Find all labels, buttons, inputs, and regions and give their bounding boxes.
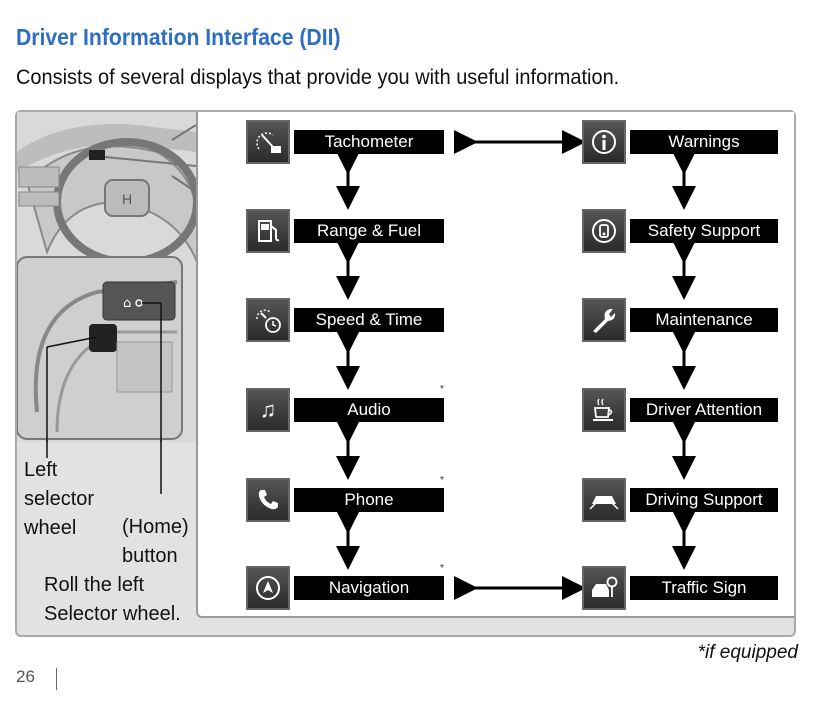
- svg-text:H: H: [122, 191, 132, 207]
- safety-support-icon: [582, 209, 626, 253]
- display-label: Audio: [294, 398, 444, 422]
- wrench-icon: [582, 298, 626, 342]
- page-number: 26: [16, 667, 35, 686]
- navigation-icon: [246, 566, 290, 610]
- page-divider: [56, 668, 57, 690]
- speed-time-icon: [246, 298, 290, 342]
- page-title: Driver Information Interface (DII): [16, 24, 341, 50]
- display-label: Speed & Time: [294, 308, 444, 332]
- display-label: Navigation: [294, 576, 444, 600]
- footnote: *if equipped: [697, 642, 798, 663]
- display-label: Phone: [294, 488, 444, 512]
- info-icon: [582, 120, 626, 164]
- display-label: Traffic Sign: [630, 576, 778, 600]
- display-label: Maintenance: [630, 308, 778, 332]
- music-note-icon: ♫: [246, 388, 290, 432]
- steering-wheel-illustration: H ⌂: [17, 112, 197, 442]
- tachometer-icon: [246, 120, 290, 164]
- svg-text:⌂: ⌂: [123, 296, 131, 311]
- display-label: Safety Support: [630, 219, 778, 243]
- display-label: Range & Fuel: [294, 219, 444, 243]
- if-equipped-mark: *: [440, 475, 444, 486]
- fuel-pump-icon: [246, 209, 290, 253]
- left-selector-wheel-caption: Left selector wheel: [24, 459, 95, 539]
- home-button-caption: (Home) button: [122, 516, 189, 567]
- instruction-caption: Roll the left Selector wheel.: [44, 574, 181, 625]
- traffic-sign-icon: [582, 566, 626, 610]
- driving-support-icon: [582, 478, 626, 522]
- if-equipped-mark: *: [440, 563, 444, 574]
- phone-icon: [246, 478, 290, 522]
- coffee-cup-icon: [582, 388, 626, 432]
- if-equipped-mark: *: [440, 384, 444, 395]
- display-label: Driver Attention: [630, 398, 778, 422]
- display-label: Driving Support: [630, 488, 778, 512]
- intro-text: Consists of several displays that provid…: [16, 66, 620, 89]
- display-label: Warnings: [630, 130, 778, 154]
- display-label: Tachometer: [294, 130, 444, 154]
